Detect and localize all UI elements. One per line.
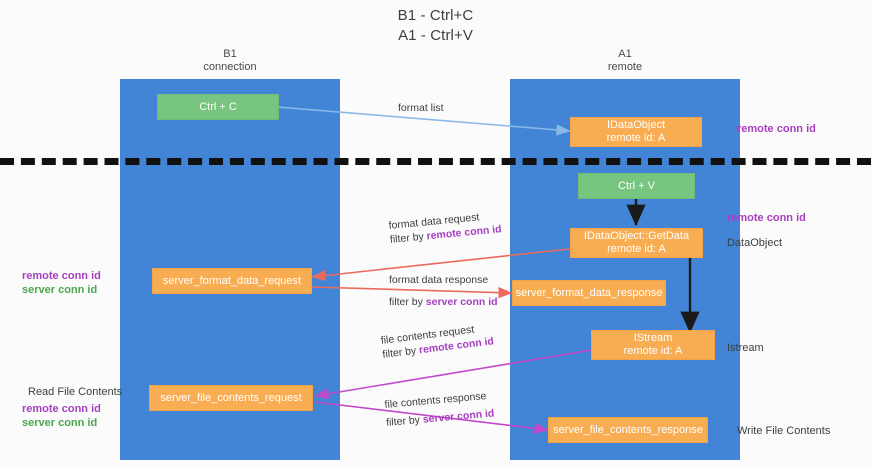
edge-label-format-data-response-hl: server conn id — [425, 296, 498, 308]
lane-a1-role: remote — [607, 61, 643, 73]
title-line-2: A1 - Ctrl+V — [398, 27, 473, 44]
edge-label-format-list-text: format list — [398, 102, 444, 114]
title-line-1: B1 - Ctrl+C — [397, 7, 474, 24]
lane-b1-role: connection — [203, 61, 257, 73]
edge-label-format-data-response-prefix: filter by — [389, 296, 426, 308]
box-ctrl-c-label: Ctrl + C — [199, 100, 237, 113]
box-idataobject-getdata[interactable]: IDataObject::GetData remote id: A — [570, 228, 703, 258]
box-ctrl-v[interactable]: Ctrl + V — [578, 173, 695, 199]
left-label-server-conn-id-mid: server conn id — [22, 284, 98, 296]
edge-label-format-list: format list — [398, 101, 444, 115]
box-istream[interactable]: IStream remote id: A — [591, 330, 715, 360]
edge-label-format-data-request: format data request filter by remote con… — [388, 208, 502, 247]
box-idataobject-getdata-line2: remote id: A — [607, 243, 666, 255]
edge-label-file-contents-request-prefix: filter by — [381, 344, 420, 361]
edge-label-format-data-response: format data response filter by server co… — [389, 273, 498, 309]
left-label-read-file-contents: Read File Contents — [28, 386, 123, 398]
box-server-format-data-response-label: server_format_data_response — [515, 286, 663, 299]
lane-b1-name: B1 — [223, 48, 237, 60]
box-server-file-contents-response[interactable]: server_file_contents_response — [548, 417, 708, 443]
phase-divider — [0, 158, 871, 165]
lane-header-a1: A1 remote — [510, 48, 740, 74]
diagram-title: B1 - Ctrl+C A1 - Ctrl+V — [0, 6, 871, 46]
right-label-istream: Istream — [727, 342, 764, 354]
box-istream-line2: remote id: A — [623, 345, 683, 357]
box-server-format-data-response[interactable]: server_format_data_response — [512, 280, 666, 306]
lane-header-b1: B1 connection — [120, 48, 340, 74]
left-label-server-conn-id-bottom: server conn id — [22, 417, 98, 429]
box-istream-line1: IStream — [633, 332, 673, 344]
right-label-remote-conn-id-top: remote conn id — [737, 123, 816, 135]
edge-label-file-contents-response-hl: server conn id — [422, 407, 495, 426]
box-ctrl-v-label: Ctrl + V — [618, 179, 655, 192]
edge-label-file-contents-response: file contents response filter by server … — [384, 389, 495, 430]
right-label-remote-conn-id-mid: remote conn id — [727, 212, 806, 224]
edge-label-format-data-response-line1: format data response — [389, 274, 489, 286]
box-ctrl-c[interactable]: Ctrl + C — [157, 94, 279, 120]
edge-label-file-contents-request: file contents request filter by remote c… — [380, 320, 495, 361]
box-server-format-data-request-label: server_format_data_request — [162, 274, 302, 287]
edge-label-file-contents-response-prefix: filter by — [385, 413, 424, 429]
lane-a1-name: A1 — [618, 48, 632, 60]
box-idataobject-remote-line2: remote id: A — [606, 132, 666, 144]
box-server-file-contents-response-label: server_file_contents_response — [553, 423, 703, 436]
box-idataobject-getdata-line1: IDataObject::GetData — [583, 230, 690, 242]
box-idataobject-remote[interactable]: IDataObject remote id: A — [570, 117, 702, 147]
left-label-remote-conn-id-mid: remote conn id — [22, 270, 101, 282]
box-server-file-contents-request[interactable]: server_file_contents_request — [149, 385, 313, 411]
box-idataobject-remote-line1: IDataObject — [606, 119, 666, 131]
box-server-file-contents-request-label: server_file_contents_request — [160, 391, 302, 404]
right-label-dataobject: DataObject — [727, 237, 783, 249]
edge-label-format-data-request-prefix: filter by — [389, 230, 428, 246]
right-label-write-file-contents: Write File Contents — [737, 425, 831, 437]
left-label-remote-conn-id-bottom: remote conn id — [22, 403, 101, 415]
box-server-format-data-request[interactable]: server_format_data_request — [152, 268, 312, 294]
